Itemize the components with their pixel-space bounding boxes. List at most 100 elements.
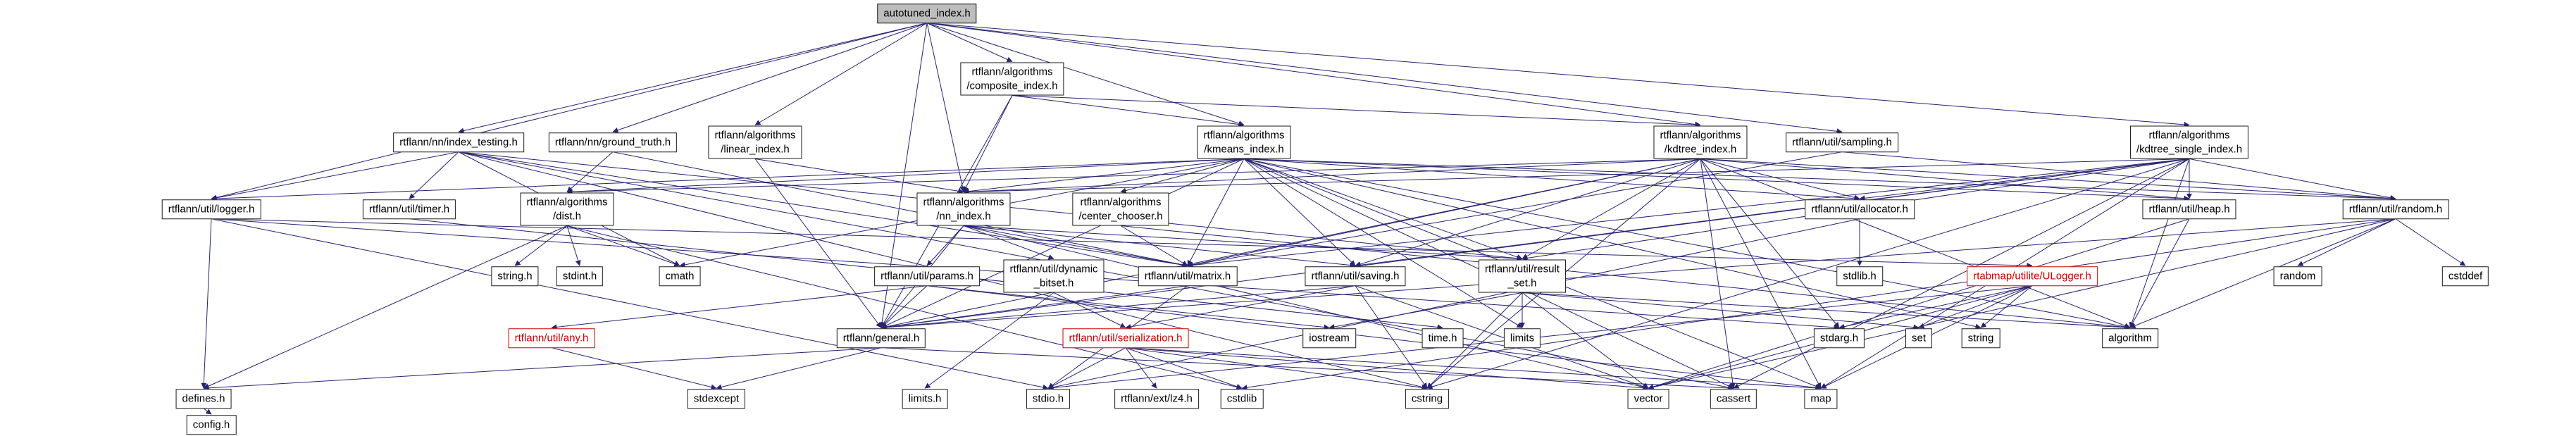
edge-kdtree-map [1700,158,1822,389]
edge-autotuned-linear [754,23,928,125]
node-linear[interactable]: rtflann/algorithms /linear_index.h [708,125,802,159]
node-params[interactable]: rtflann/util/params.h [874,266,980,286]
edge-result_set-algorithm [1522,292,2131,330]
node-matrix[interactable]: rtflann/util/matrix.h [1138,266,1238,286]
node-random_std[interactable]: random [2273,266,2322,286]
edge-kdtree_single-cassert [1733,158,2190,389]
node-vector[interactable]: vector [1627,389,1669,409]
node-cstring[interactable]: cstring [1405,389,1450,409]
edge-dist-defines [203,225,568,389]
node-stdint_h[interactable]: stdint.h [556,266,604,286]
node-limits[interactable]: limits [1503,328,1541,348]
edge-kmeans-allocator [1243,158,1860,201]
node-stdlib_h[interactable]: stdlib.h [1836,266,1883,286]
node-heap[interactable]: rtflann/util/heap.h [2142,199,2236,219]
node-random_h[interactable]: rtflann/util/random.h [2342,199,2449,219]
node-saving[interactable]: rtflann/util/saving.h [1305,266,1406,286]
node-cmath[interactable]: cmath [659,266,701,286]
node-lz4[interactable]: rtflann/ext/lz4.h [1114,389,1199,409]
edge-dist-stdint_h [566,225,581,266]
node-nn_index[interactable]: rtflann/algorithms /nn_index.h [916,192,1011,226]
node-timer[interactable]: rtflann/util/timer.h [362,199,456,219]
node-defines[interactable]: defines.h [175,389,232,409]
node-ground_truth[interactable]: rtflann/nn/ground_truth.h [548,132,678,152]
edge-random_h-cstdlib [1241,218,2396,391]
node-center_chooser[interactable]: rtflann/algorithms /center_chooser.h [1072,192,1169,226]
node-stdexcept[interactable]: stdexcept [687,389,746,409]
edge-kdtree-dist [566,158,1701,195]
edge-nn_index-params [926,225,964,266]
node-composite[interactable]: rtflann/algorithms /composite_index.h [960,62,1064,96]
edge-kdtree-heap [1700,158,2190,201]
edge-result_set-iostream [1329,292,1523,330]
edge-kmeans-algorithm [1243,158,2131,330]
edge-nn_index-vector [963,225,1649,390]
node-general[interactable]: rtflann/general.h [836,328,926,348]
edge-serialization-map [1125,347,1822,391]
edge-logger-defines [201,218,212,389]
node-serialization[interactable]: rtflann/util/serialization.h [1062,328,1189,348]
node-ulogger[interactable]: rtabmap/utilite/ULogger.h [1967,266,2098,286]
edge-autotuned-kmeans [926,23,1245,127]
edge-random_h-algorithm [2129,218,2396,329]
node-cassert[interactable]: cassert [1710,389,1757,409]
edge-kdtree_single-allocator [1859,158,2190,201]
node-autotuned[interactable]: autotuned_index.h [877,4,977,23]
edge-sampling-matrix [1187,151,1843,268]
node-stdarg_h[interactable]: stdarg.h [1813,328,1865,348]
edge-kdtree_single-nn_index [963,158,2190,195]
edge-kmeans-center_chooser [1120,158,1245,194]
node-kmeans[interactable]: rtflann/algorithms /kmeans_index.h [1197,125,1291,159]
node-iostream[interactable]: iostream [1302,328,1356,348]
node-map[interactable]: map [1804,389,1838,409]
node-string_h[interactable]: string.h [491,266,539,286]
edge-result_set-vector [1522,292,1649,389]
node-stdio_h[interactable]: stdio.h [1026,389,1071,409]
edge-ulogger-set [1918,285,2033,329]
edge-ulogger-stdarg_h [1838,285,2033,330]
edge-kdtree-stdarg_h [1700,158,1840,328]
edge-kmeans-dist [566,158,1245,195]
node-cstdlib[interactable]: cstdlib [1220,389,1264,409]
node-kdtree_single[interactable]: rtflann/algorithms /kdtree_single_index.… [2129,125,2249,159]
edge-dist-string_h [514,225,568,266]
edge-heap-algorithm [2129,218,2190,328]
edge-autotuned-logger [211,23,928,201]
edge-general-defines [203,347,882,391]
edge-autotuned-index_testing [458,23,928,134]
edge-linear-general [754,158,882,328]
node-config[interactable]: config.h [186,415,237,435]
node-sampling[interactable]: rtflann/util/sampling.h [1786,132,1898,152]
node-set[interactable]: set [1905,328,1933,348]
node-string_std[interactable]: string [1961,328,2001,348]
edge-dist-cstdlib [566,225,1243,390]
node-algorithm[interactable]: algorithm [2102,328,2158,348]
node-cstddef[interactable]: cstddef [2441,266,2489,286]
edge-sampling-random_h [1841,151,2396,201]
edge-logger-ulogger [211,218,2033,269]
edge-saving-vector [1355,285,1649,390]
node-index_testing[interactable]: rtflann/nn/index_testing.h [393,132,524,152]
node-result_set[interactable]: rtflann/util/result _set.h [1479,259,1566,293]
node-logger[interactable]: rtflann/util/logger.h [161,199,261,219]
edge-nn_index-dynamic_bitset [963,225,1054,260]
edge-kdtree-cassert [1700,158,1736,389]
node-time_h[interactable]: time.h [1421,328,1464,348]
edge-kmeans-random_h [1243,158,2396,201]
node-dynamic_bitset[interactable]: rtflann/util/dynamic _bitset.h [1003,259,1105,293]
node-limits_h[interactable]: limits.h [902,389,948,409]
edge-saving-cstring [1355,285,1428,389]
node-kdtree[interactable]: rtflann/algorithms /kdtree_index.h [1653,125,1748,159]
edge-dist-cmath [566,225,680,267]
node-allocator[interactable]: rtflann/util/allocator.h [1805,199,1915,219]
edge-serialization-cstring [1125,347,1428,391]
edge-autotuned-sampling [926,23,1843,135]
node-dist[interactable]: rtflann/algorithms /dist.h [520,192,614,226]
edge-logger-stdio_h [211,218,1049,390]
edge-matrix-general [881,285,1188,330]
edge-nn_index-result_set [963,225,1523,262]
node-any[interactable]: rtflann/util/any.h [508,328,595,348]
edge-index_testing-timer [409,151,459,199]
